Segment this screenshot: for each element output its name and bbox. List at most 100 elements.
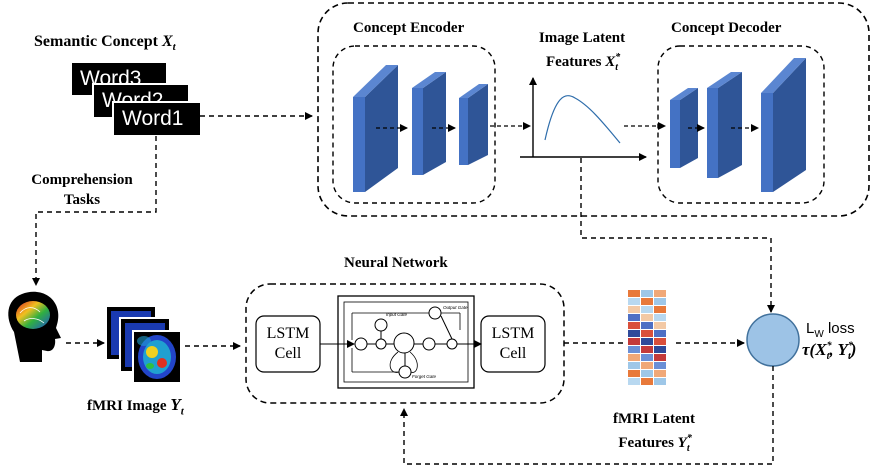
latent-cell <box>641 314 653 321</box>
image-latent-sub: t <box>615 62 619 73</box>
loss-label-sub: W <box>814 329 824 340</box>
fmri-latent-line2: Features Y*t <box>594 429 714 459</box>
latent-cell <box>628 314 640 321</box>
lstm-left-label: LSTM Cell <box>256 324 320 364</box>
image-latent-to-loss-path <box>580 158 775 313</box>
semantic-concept-text: Semantic Concept <box>34 33 158 50</box>
decoder-title: Concept Decoder <box>671 20 782 36</box>
latent-cell <box>654 330 666 337</box>
latent-feature-plot <box>520 77 647 161</box>
lstm-right-label: LSTM Cell <box>481 324 545 364</box>
latent-cell <box>628 370 640 377</box>
encoder-block-2 <box>412 72 446 175</box>
latent-cell <box>628 330 640 337</box>
fmri-image-label: fMRI Image Yt <box>87 395 184 417</box>
latent-cell <box>628 346 640 353</box>
lstm-left-line1: LSTM <box>266 325 310 342</box>
image-latent-label: Image Latent Features X*t <box>522 28 642 78</box>
image-latent-sup: * <box>615 52 621 63</box>
fmri-image-var: Y <box>170 395 181 414</box>
latent-cell <box>654 338 666 345</box>
latent-cell <box>641 362 653 369</box>
latent-cell <box>628 290 640 297</box>
latent-cell <box>628 338 640 345</box>
loss-label-rest: loss <box>823 320 855 337</box>
semantic-concept-var: Xt <box>161 33 176 54</box>
comprehension-line1: Comprehension <box>31 172 133 188</box>
head-icon <box>8 291 61 362</box>
latent-cell <box>641 298 653 305</box>
lstm-forget-gate-label: Forget Gate <box>412 374 437 379</box>
latent-cell <box>628 354 640 361</box>
fmri-latent-var: Y <box>677 435 687 451</box>
latent-cell <box>654 314 666 321</box>
latent-cell <box>641 370 653 377</box>
image-latent-var: X <box>605 54 616 70</box>
loss-formula: τ(X*t, Y*t) <box>802 340 856 362</box>
word-1-text: Word1 <box>122 107 184 130</box>
latent-cell <box>654 322 666 329</box>
loss-label: LW loss <box>806 320 855 340</box>
lstm-right-line2: Cell <box>499 345 527 362</box>
fmri-image-text: fMRI Image <box>87 398 167 414</box>
comprehension-path <box>32 136 157 286</box>
comprehension-line2: Tasks <box>63 192 101 208</box>
fmri-latent-line1: fMRI Latent <box>612 411 696 427</box>
word-card-1: Word1 <box>112 101 200 135</box>
latent-cell <box>628 298 640 305</box>
lstm-right-line1: LSTM <box>491 325 535 342</box>
latent-cell <box>641 322 653 329</box>
latent-cell <box>654 306 666 313</box>
comprehension-label: Comprehension Tasks <box>20 170 144 210</box>
latent-cell <box>641 290 653 297</box>
encoder-box <box>332 45 496 204</box>
fmri-latent-label: fMRI Latent Features Y*t <box>594 409 714 459</box>
encoder-block-3 <box>459 84 488 165</box>
latent-cell <box>641 330 653 337</box>
image-latent-line2: Features X*t <box>522 48 642 78</box>
latent-cell <box>641 354 653 361</box>
latent-cell <box>654 362 666 369</box>
latent-cell <box>654 346 666 353</box>
latent-cell <box>641 346 653 353</box>
latent-cell <box>654 378 666 385</box>
fmri-latent-sup: * <box>686 433 692 444</box>
latent-cell <box>628 306 640 313</box>
latent-cell <box>654 298 666 305</box>
latent-cell <box>628 362 640 369</box>
latent-cell <box>641 378 653 385</box>
semantic-concept-var-letter: X <box>161 33 173 50</box>
loss-feedback-path <box>400 366 774 465</box>
autoencoder-outer-box <box>317 2 870 217</box>
loss-formula-text: τ(X*t, Y*t) <box>802 340 857 363</box>
image-latent-features-text: Features <box>545 54 602 70</box>
decoder-block-2 <box>707 72 742 178</box>
lstm-output-gate-label: Output Gate <box>443 305 468 310</box>
decoder-block-3 <box>761 58 806 192</box>
encoder-block-1 <box>353 65 398 192</box>
lstm-input-gate-label: Input Gate <box>386 312 408 317</box>
image-latent-line1: Image Latent <box>538 30 626 46</box>
semantic-concept-label: Semantic Concept Xt <box>34 33 176 53</box>
loss-node <box>746 313 800 367</box>
lstm-left-line2: Cell <box>274 345 302 362</box>
latent-cell <box>628 378 640 385</box>
fmri-image-stack <box>107 307 180 382</box>
latent-cell <box>641 338 653 345</box>
encoder-title: Concept Encoder <box>353 20 465 36</box>
neural-network-title: Neural Network <box>344 255 448 271</box>
latent-cell <box>641 306 653 313</box>
loss-label-letter: L <box>806 320 815 337</box>
fmri-image-sub: t <box>180 405 184 418</box>
latent-cell <box>654 370 666 377</box>
decoder-block-1 <box>670 88 698 168</box>
latent-cell <box>654 290 666 297</box>
fmri-latent-sub: t <box>686 443 690 454</box>
lstm-inner-diagram <box>320 295 482 389</box>
fmri-latent-grid <box>628 290 666 385</box>
fmri-latent-features-text: Features <box>618 435 674 451</box>
latent-cell <box>628 322 640 329</box>
semantic-concept-var-sub: t <box>172 41 176 54</box>
latent-cell <box>654 354 666 361</box>
